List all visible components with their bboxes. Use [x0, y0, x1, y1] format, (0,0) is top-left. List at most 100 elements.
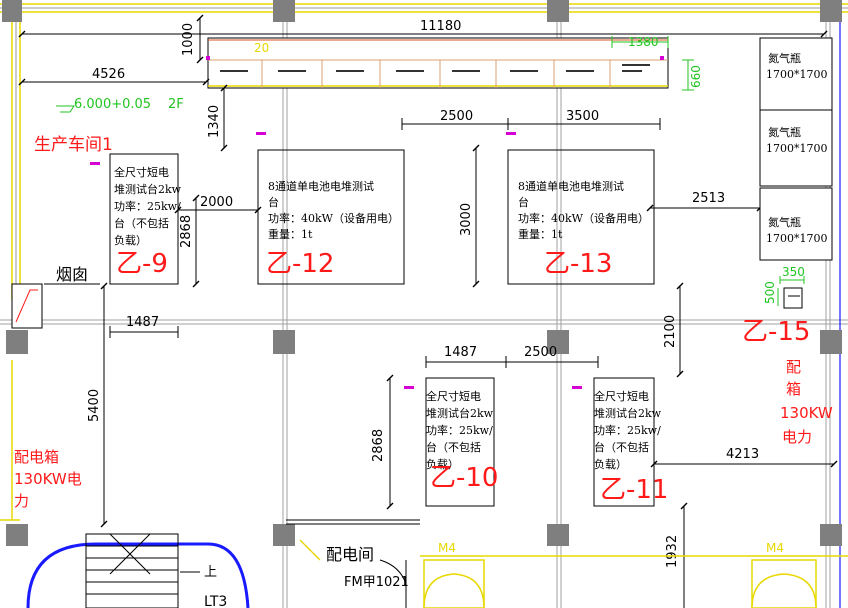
svg-text:功率：25kw/: 功率：25kw/ [426, 423, 493, 437]
nitrogen-size: 1700*1700 [766, 142, 828, 155]
station-id-13: 乙-13 [544, 249, 612, 279]
svg-text:堆测试台2kw: 堆测试台2kw [114, 182, 182, 196]
stair-code: LT3 [204, 594, 227, 608]
dim-cabinet-depth: 660 [689, 65, 703, 88]
nitrogen-name: 氮气瓶 [768, 51, 801, 65]
elevation: 6.000+0.05 [74, 97, 151, 112]
svg-text:130KW: 130KW [780, 404, 833, 422]
nitrogen-size: 1700*1700 [766, 232, 828, 245]
dim-2500-top: 2500 [440, 109, 473, 124]
svg-text:力: 力 [14, 492, 29, 510]
svg-text:功率：40kW（设备用电）: 功率：40kW（设备用电） [268, 211, 399, 225]
svg-text:配电箱: 配电箱 [14, 448, 59, 466]
power-room: 配电间 FM甲1021 [286, 519, 420, 608]
dim-2000: 2000 [200, 195, 233, 210]
svg-text:台: 台 [268, 195, 279, 209]
svg-text:堆测试台2kw: 堆测试台2kw [594, 406, 662, 420]
dim-500: 500 [763, 281, 777, 304]
door-m4-right-label: M4 [766, 541, 784, 555]
svg-text:箱: 箱 [786, 380, 801, 398]
distribution-box-right: 配 箱 130KW 电力 [780, 358, 833, 446]
dimension-text: 11180 4526 1000 1340 2500 3500 2000 2868… [87, 19, 759, 568]
dim-2500-mid: 2500 [524, 345, 557, 360]
station-box-12 [257, 149, 405, 285]
door-m4-left [423, 559, 485, 608]
svg-text:负载）: 负载） [426, 457, 459, 471]
column [547, 524, 569, 546]
station-box-9 [109, 153, 179, 285]
distribution-box-left: 配电箱 130KW电 力 [14, 448, 82, 510]
svg-text:130KW电: 130KW电 [14, 470, 82, 488]
svg-text:台（不包括: 台（不包括 [426, 440, 481, 454]
green-dimensions [56, 36, 805, 306]
svg-text:负载）: 负载） [114, 233, 147, 247]
svg-text:8通道单电池电堆测试: 8通道单电池电堆测试 [268, 179, 374, 193]
station-id-9: 乙-9 [116, 249, 168, 279]
top-wall-gray [0, 0, 848, 300]
svg-text:功率：25kw/: 功率：25kw/ [594, 423, 661, 437]
station-box-13 [507, 149, 655, 285]
dim-2513: 2513 [692, 191, 725, 206]
column [2, 0, 22, 22]
cabinet-row [206, 37, 669, 89]
svg-text:重量：1t: 重量：1t [518, 227, 563, 241]
svg-text:电力: 电力 [782, 428, 812, 446]
svg-text:功率：25kw/: 功率：25kw/ [114, 199, 181, 213]
svg-text:8通道单电池电堆测试: 8通道单电池电堆测试 [518, 179, 624, 193]
dim-2868-left: 2868 [179, 215, 194, 248]
nitrogen-name: 氮气瓶 [768, 125, 801, 139]
dim-4213: 4213 [726, 447, 759, 462]
chimney: 烟囱 [11, 265, 100, 329]
door-m4-left-label: M4 [438, 541, 456, 555]
station-markers [90, 132, 582, 389]
station-ids: 乙-9 乙-12 乙-13 乙-10 乙-11 乙-15 [116, 249, 810, 505]
column [547, 330, 569, 354]
stair-up-label: 上 [204, 565, 217, 580]
svg-text:台（不包括: 台（不包括 [114, 216, 169, 230]
dimension-ticks [18, 14, 838, 528]
station-id-15: 乙-15 [742, 317, 810, 347]
door-code: FM甲1021 [344, 575, 409, 590]
svg-text:全尺寸短电: 全尺寸短电 [594, 389, 649, 403]
dim-1487-mid: 1487 [444, 345, 477, 360]
column [6, 524, 28, 546]
dim-3000: 3000 [459, 203, 474, 236]
svg-text:配: 配 [786, 358, 801, 376]
column [273, 524, 295, 546]
svg-text:功率：40kW（设备用电）: 功率：40kW（设备用电） [518, 211, 649, 225]
power-room-label: 配电间 [326, 545, 374, 564]
columns [2, 0, 842, 546]
station-box-11 [593, 377, 655, 507]
dim-3500: 3500 [566, 109, 599, 124]
column [820, 330, 842, 354]
stair [26, 533, 250, 608]
column [273, 0, 295, 22]
device-15 [783, 287, 803, 309]
svg-text:全尺寸短电: 全尺寸短电 [426, 389, 481, 403]
column [547, 0, 569, 22]
column [273, 330, 295, 354]
floor-label: 2F [168, 97, 184, 112]
door-m4-right [751, 559, 817, 608]
station-id-12: 乙-12 [266, 249, 334, 279]
dim-cabinet-small: 20 [254, 41, 269, 55]
dim-2100: 2100 [663, 315, 678, 348]
dim-1000: 1000 [181, 23, 196, 56]
green-dimension-text: 1380 660 350 500 6.000+0.05 2F [74, 35, 805, 304]
dim-350: 350 [782, 265, 805, 279]
station-id-11: 乙-11 [600, 475, 668, 505]
nitrogen-size: 1700*1700 [766, 68, 828, 81]
room-name: 生产车间1 [34, 135, 113, 155]
dim-left-span: 4526 [92, 67, 125, 82]
dim-1340: 1340 [207, 105, 222, 138]
dim-5400: 5400 [87, 389, 102, 422]
svg-text:重量：1t: 重量：1t [268, 227, 313, 241]
svg-text:台（不包括: 台（不包括 [594, 440, 649, 454]
dimension-lines [22, 18, 834, 608]
column [820, 524, 842, 546]
column [6, 330, 28, 354]
nitrogen-labels: 氮气瓶 1700*1700 氮气瓶 1700*1700 氮气瓶 1700*170… [766, 51, 828, 245]
bottom-walls [0, 519, 848, 557]
